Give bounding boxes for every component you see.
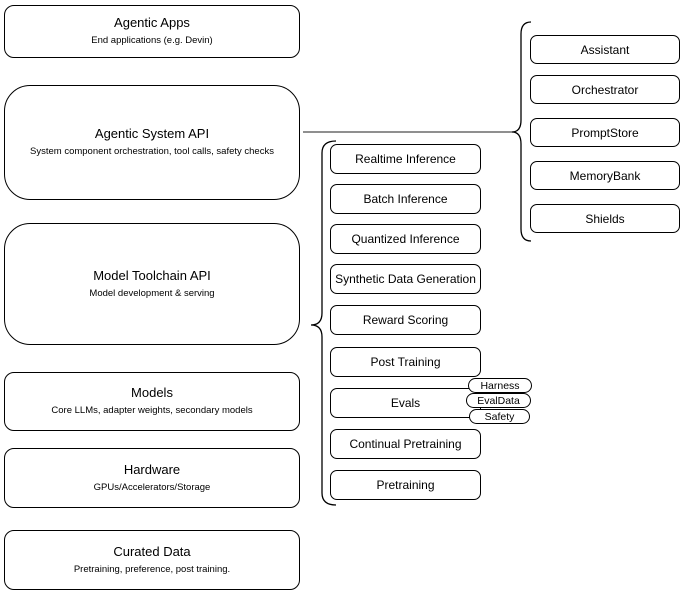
node-quantized-inference: Quantized Inference	[330, 224, 481, 254]
node-synthetic-data-generation: Synthetic Data Generation	[330, 264, 481, 294]
node-model-toolchain-api: Model Toolchain API Model development & …	[4, 223, 300, 345]
node-subtitle: Core LLMs, adapter weights, secondary mo…	[51, 405, 253, 417]
node-realtime-inference: Realtime Inference	[330, 144, 481, 174]
node-post-training: Post Training	[330, 347, 481, 377]
node-reward-scoring: Reward Scoring	[330, 305, 481, 335]
node-agentic-system-api: Agentic System API System component orch…	[4, 85, 300, 200]
node-models: Models Core LLMs, adapter weights, secon…	[4, 372, 300, 431]
node-subtitle: Model development & serving	[89, 287, 215, 299]
node-hardware: Hardware GPUs/Accelerators/Storage	[4, 448, 300, 508]
node-title: Curated Data	[113, 543, 191, 559]
node-subtitle: System component orchestration, tool cal…	[30, 146, 274, 158]
node-batch-inference: Batch Inference	[330, 184, 481, 214]
node-assistant: Assistant	[530, 35, 680, 64]
node-subtitle: Pretraining, preference, post training.	[73, 563, 231, 575]
node-title: Models	[131, 385, 173, 401]
node-evals: Evals	[330, 388, 481, 418]
node-title: Model Toolchain API	[93, 267, 211, 283]
node-continual-pretraining: Continual Pretraining	[330, 429, 481, 459]
node-pretraining: Pretraining	[330, 470, 481, 500]
node-title: Agentic System API	[94, 126, 210, 142]
node-subtitle: GPUs/Accelerators/Storage	[93, 481, 211, 493]
node-memorybank: MemoryBank	[530, 161, 680, 190]
node-shields: Shields	[530, 204, 680, 233]
node-promptstore: PromptStore	[530, 118, 680, 147]
node-subtitle: End applications (e.g. Devin)	[91, 35, 213, 47]
node-title: Hardware	[123, 461, 181, 477]
pill-harness: Harness	[468, 378, 532, 393]
node-title: Agentic Apps	[114, 15, 190, 31]
node-agentic-apps: Agentic Apps End applications (e.g. Devi…	[4, 5, 300, 58]
node-orchestrator: Orchestrator	[530, 75, 680, 104]
system-components-brace	[511, 21, 532, 242]
pill-evaldata: EvalData	[466, 393, 531, 408]
pill-safety: Safety	[469, 409, 530, 424]
node-curated-data: Curated Data Pretraining, preference, po…	[4, 530, 300, 590]
